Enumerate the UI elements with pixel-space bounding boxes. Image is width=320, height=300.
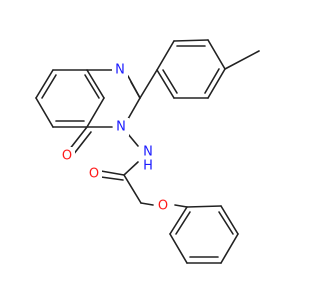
bond xyxy=(84,74,100,99)
atom-n-ring-3: N xyxy=(116,120,126,135)
bond xyxy=(174,204,188,208)
atom-labels: N N N H O O O xyxy=(59,61,171,215)
bond xyxy=(86,69,105,99)
bond xyxy=(100,176,124,181)
bond xyxy=(140,202,154,206)
bond-lines xyxy=(35,39,260,264)
bond xyxy=(220,205,239,235)
bond xyxy=(35,97,54,128)
atom-h-amide: H xyxy=(143,159,153,174)
atom-n-ring-top: N xyxy=(115,63,125,78)
bond xyxy=(169,233,188,264)
bond xyxy=(123,174,142,204)
bond xyxy=(162,69,178,94)
bond xyxy=(220,233,239,264)
bond xyxy=(156,69,175,99)
bond xyxy=(127,97,141,120)
atom-n-amide: N xyxy=(143,145,153,160)
bond xyxy=(224,50,260,70)
bond xyxy=(169,206,188,235)
bond xyxy=(139,69,158,99)
bond xyxy=(130,81,141,99)
bond xyxy=(68,126,88,151)
bond xyxy=(35,69,54,99)
bond xyxy=(123,161,139,176)
bond xyxy=(86,97,105,128)
atom-o-ether: O xyxy=(158,199,168,214)
bond xyxy=(173,39,209,42)
bond xyxy=(204,68,220,94)
bond xyxy=(218,211,234,235)
bond xyxy=(41,74,57,99)
bond xyxy=(72,131,92,156)
bond xyxy=(127,133,139,147)
bond xyxy=(207,68,226,99)
molecule-structure-diagram: N N N H O O O xyxy=(35,39,260,264)
atom-o-ketone: O xyxy=(62,149,72,164)
bond xyxy=(186,205,222,208)
bond xyxy=(100,170,125,176)
bond xyxy=(207,39,226,70)
bond xyxy=(175,211,191,235)
atom-o-amide: O xyxy=(89,167,99,182)
bond xyxy=(156,40,175,71)
